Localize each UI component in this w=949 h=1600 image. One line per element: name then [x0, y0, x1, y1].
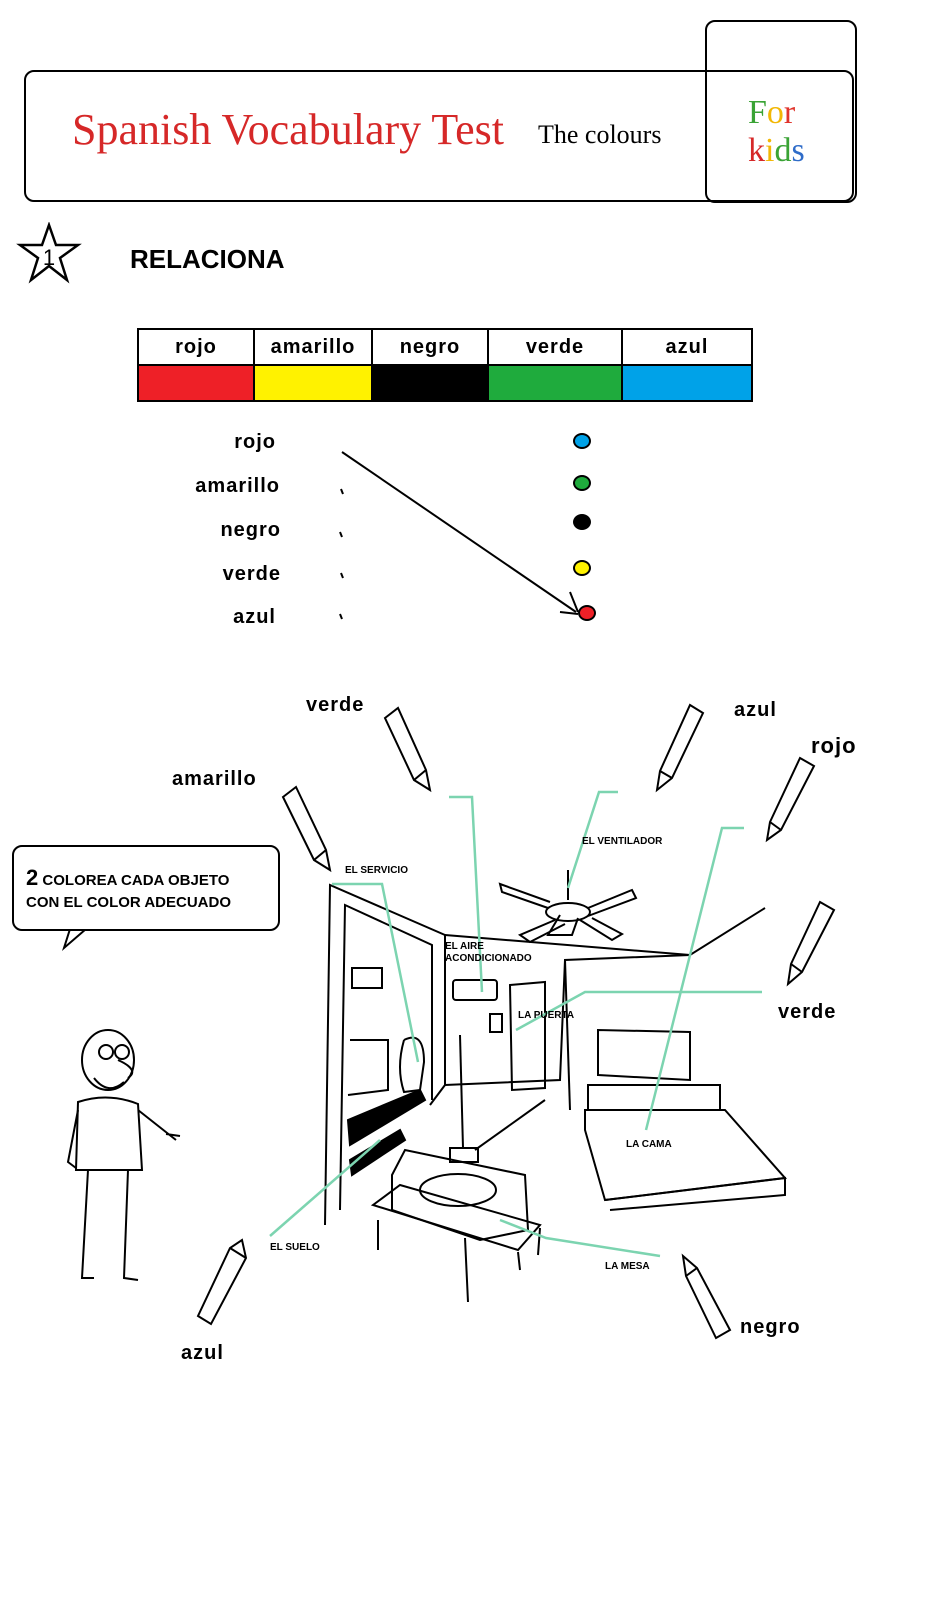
for-word: For — [748, 94, 805, 132]
crayon-icon — [196, 1238, 248, 1326]
color-swatch-rojo — [137, 364, 255, 402]
match-word-negro: negro — [220, 519, 281, 541]
match-dot[interactable] — [573, 514, 591, 530]
color-reference-table: rojo amarillo negro verde azul — [137, 328, 753, 402]
crayon-word-verde-right: verde — [778, 1001, 837, 1023]
for-letter: r — [783, 94, 796, 131]
object-label-ventilador: EL VENTILADOR — [582, 836, 663, 847]
match-word-rojo: rojo — [234, 431, 276, 453]
color-label-verde: verde — [487, 328, 623, 366]
exercise2-number: 2 — [26, 865, 39, 890]
color-swatch-amarillo — [253, 364, 373, 402]
kids-letter: i — [765, 132, 775, 169]
exercise-number: 1 — [43, 245, 55, 270]
match-dot[interactable] — [573, 560, 591, 576]
object-label-servicio: EL SERVICIO — [345, 865, 408, 876]
instruction-bubble: 2 COLOREA CADA OBJETO CON EL COLOR ADECU… — [12, 845, 280, 931]
instruction-line2: CON EL COLOR ADECUADO — [26, 894, 232, 911]
cartoon-man — [66, 1029, 181, 1281]
match-dot[interactable] — [578, 605, 596, 621]
color-swatch-verde — [487, 364, 623, 402]
object-label-puerta: LA PUERTA — [518, 1010, 575, 1021]
page-title: Spanish Vocabulary Test — [72, 105, 505, 154]
match-word-verde: verde — [222, 563, 281, 585]
for-letter: F — [748, 94, 767, 131]
room-illustration — [61, 703, 836, 1340]
page-subtitle: The colours — [538, 120, 662, 149]
exercise-title: RELACIONA — [130, 244, 285, 274]
crayon-icon — [383, 706, 432, 793]
crayon-word-azul-top: azul — [734, 699, 777, 721]
for-letter: o — [766, 94, 784, 131]
match-example-line — [339, 451, 579, 620]
crayon-word-verde-top: verde — [306, 694, 365, 716]
crayon-word-azul-bottom: azul — [181, 1342, 224, 1364]
color-label-rojo: rojo — [137, 328, 255, 366]
match-word-amarillo: amarillo — [195, 475, 280, 497]
crayon-icon — [786, 900, 836, 987]
for-kids-frame — [705, 20, 857, 203]
object-label-suelo: EL SUELO — [270, 1242, 320, 1253]
star-icon: 1 — [16, 222, 82, 284]
kids-letter: s — [791, 132, 805, 169]
crayon-word-amarillo: amarillo — [172, 768, 257, 790]
color-swatch-azul — [621, 364, 753, 402]
color-label-negro: negro — [371, 328, 489, 366]
object-label-aire: EL AIRE ACONDICIONADO — [445, 941, 532, 964]
crayon-word-negro: negro — [740, 1316, 801, 1338]
kids-letter: d — [774, 132, 792, 169]
match-word-azul: azul — [233, 606, 276, 628]
crayon-icon — [765, 756, 816, 843]
color-label-amarillo: amarillo — [253, 328, 373, 366]
instruction-line1: COLOREA CADA OBJETO — [42, 872, 230, 889]
crayon-icon — [655, 703, 705, 793]
match-dot[interactable] — [573, 433, 591, 449]
for-kids-logo: For kids — [748, 94, 805, 170]
crayon-icon — [681, 1253, 732, 1340]
header-frame — [24, 70, 854, 202]
crayon-icon — [281, 785, 332, 873]
kids-word: kids — [748, 132, 805, 170]
object-label-mesa: LA MESA — [605, 1261, 650, 1272]
object-label-cama: LA CAMA — [626, 1139, 672, 1150]
color-swatch-negro — [371, 364, 489, 402]
match-dot[interactable] — [573, 475, 591, 491]
crayon-word-rojo: rojo — [811, 733, 857, 758]
color-label-azul: azul — [621, 328, 753, 366]
kids-letter: k — [748, 132, 765, 169]
